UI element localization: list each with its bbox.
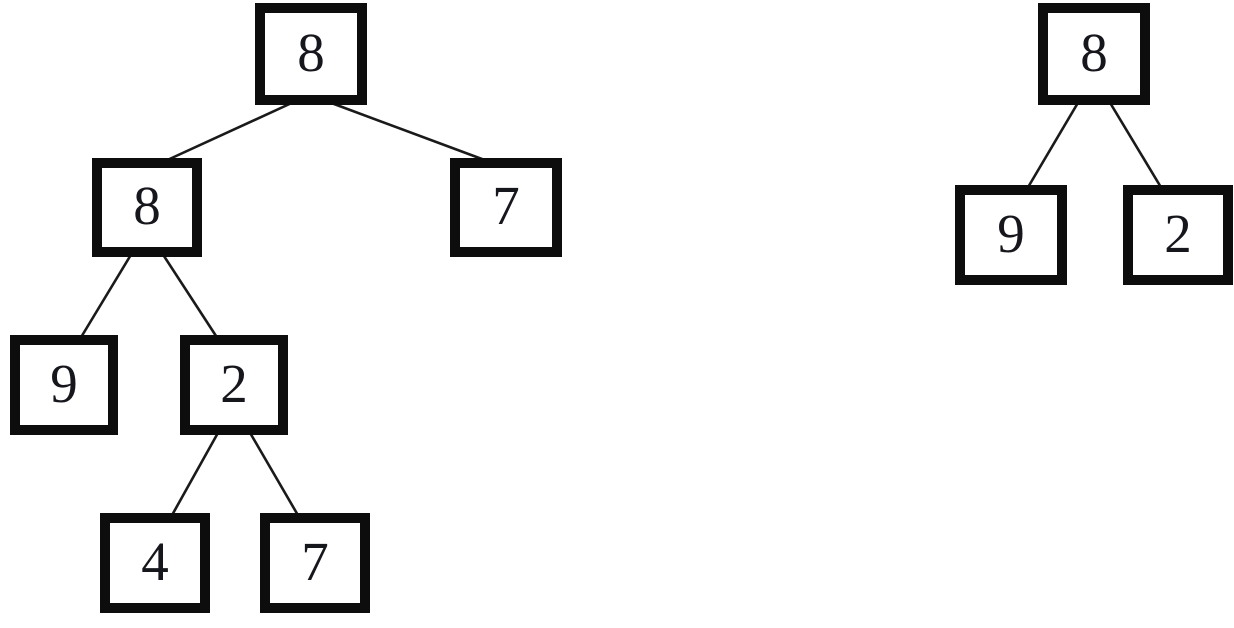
tree-node-right-tree-root8: 8 xyxy=(1038,3,1150,105)
tree-edge-right-tree-root8-leaf2 xyxy=(1107,99,1164,191)
node-value: 9 xyxy=(997,202,1025,264)
tree-node-left-tree-mid2: 2 xyxy=(180,335,288,435)
tree-node-left-tree-leaf9: 9 xyxy=(10,335,118,435)
tree-edge-left-tree-mid2-leaf4 xyxy=(169,429,221,519)
tree-node-left-tree-mid8: 8 xyxy=(92,158,202,257)
node-value: 9 xyxy=(50,352,78,414)
tree-node-left-tree-leaf4: 4 xyxy=(100,513,210,613)
tree-edge-left-tree-root8-mid8 xyxy=(161,99,298,164)
node-value: 8 xyxy=(297,21,325,83)
tree-node-left-tree-root8: 8 xyxy=(255,3,367,105)
tree-edge-left-tree-mid8-mid2 xyxy=(160,251,220,341)
node-value: 2 xyxy=(220,352,248,414)
tree-node-right-tree-leaf2: 2 xyxy=(1123,185,1233,285)
node-value: 7 xyxy=(301,530,329,592)
tree-node-left-tree-right7: 7 xyxy=(450,158,562,257)
tree-edge-right-tree-root8-leaf9 xyxy=(1025,99,1081,191)
tree-node-left-tree-leaf7: 7 xyxy=(260,513,370,613)
node-value: 8 xyxy=(1080,21,1108,83)
node-value: 2 xyxy=(1164,202,1192,264)
tree-node-right-tree-leaf9: 9 xyxy=(955,185,1067,285)
node-value: 4 xyxy=(141,530,169,592)
node-value: 7 xyxy=(492,175,520,236)
tree-edge-left-tree-mid2-leaf7 xyxy=(247,429,301,519)
tree-edge-left-tree-mid8-leaf9 xyxy=(78,251,134,341)
node-value: 8 xyxy=(133,175,161,236)
tree-edge-left-tree-root8-right7 xyxy=(324,99,492,164)
